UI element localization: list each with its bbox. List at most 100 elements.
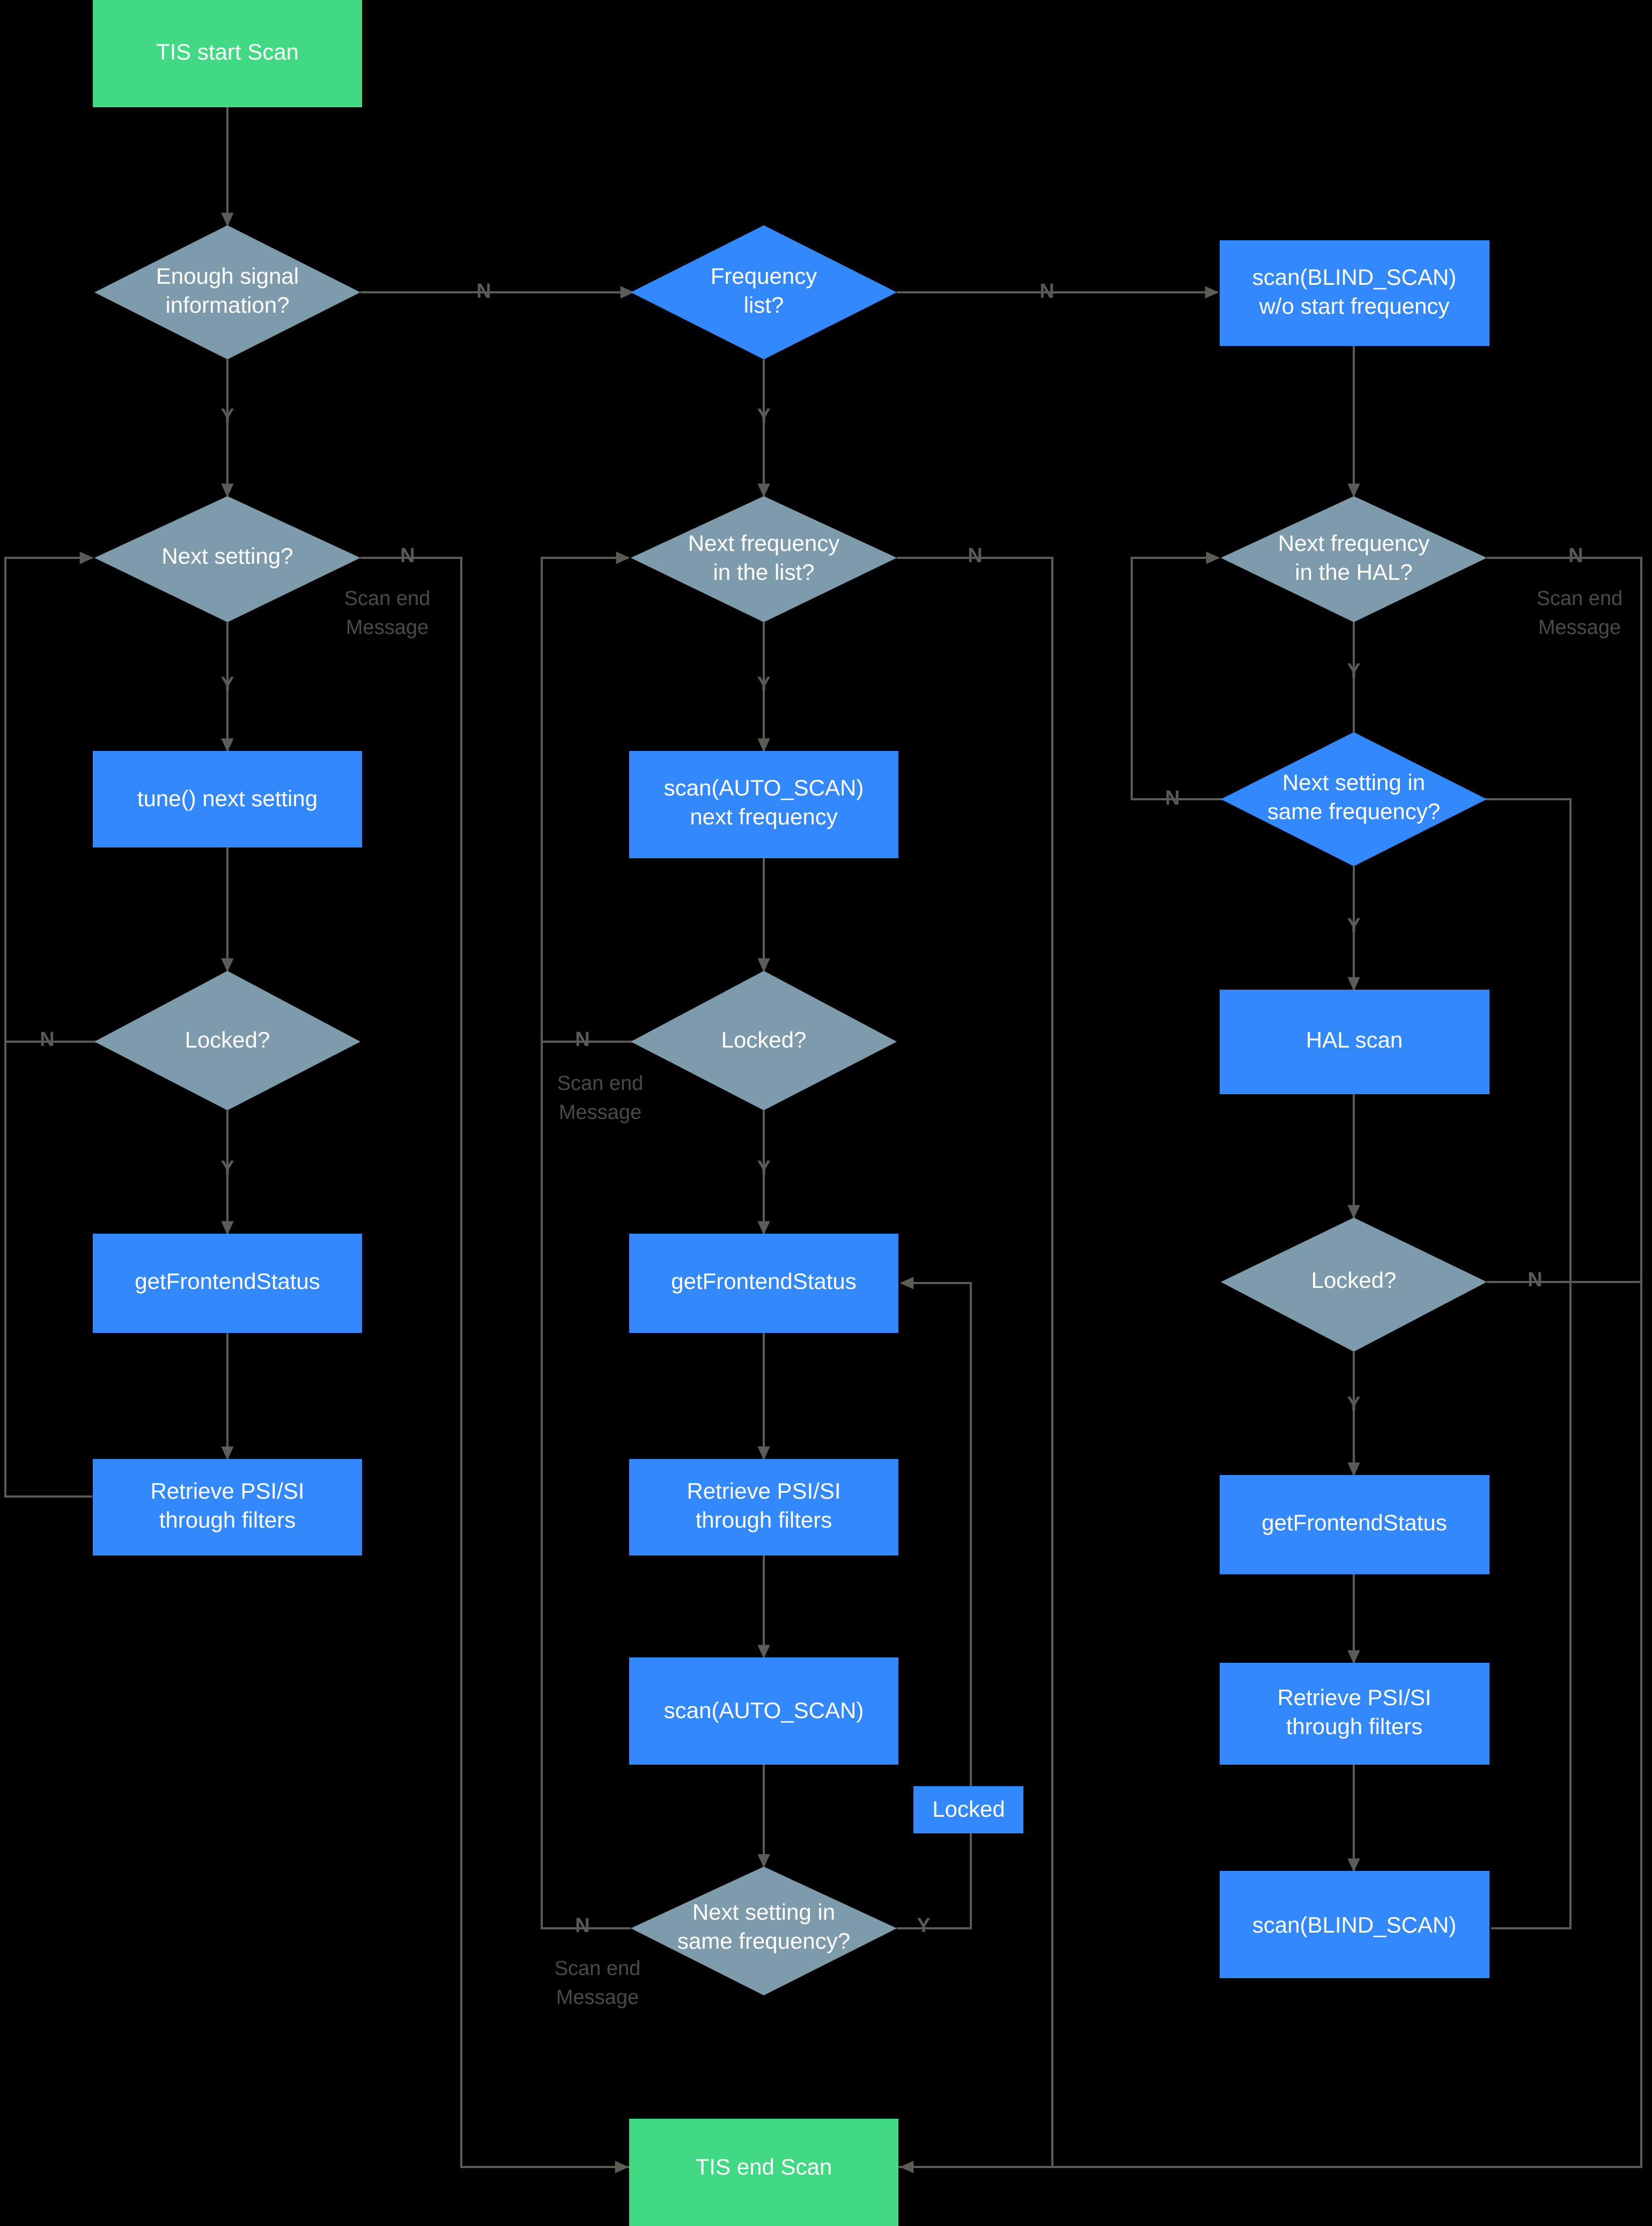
locked-right-diamond[interactable] xyxy=(1221,1218,1487,1352)
node-frequency-list[interactable]: Frequency list? xyxy=(631,225,897,359)
next-freq-hal-label-line2: in the HAL? xyxy=(1295,559,1412,585)
label-nssf-mid-y: Y xyxy=(917,1914,930,1937)
label-locked-mid-y: Y xyxy=(757,1157,770,1180)
node-next-setting-same-freq-mid[interactable]: Next setting in same frequency? xyxy=(631,1867,897,1995)
label-next-freq-list-n: N xyxy=(968,544,982,567)
retrieve-mid-box[interactable] xyxy=(629,1459,898,1556)
node-locked-left[interactable]: Locked? xyxy=(94,971,360,1110)
label-next-freq-hal-y: Y xyxy=(1347,660,1360,682)
node-start[interactable]: TIS start Scan xyxy=(93,0,362,107)
locked-mid-diamond[interactable] xyxy=(631,971,897,1110)
nssf-right-diamond[interactable] xyxy=(1221,732,1487,866)
label-nssf-right-y: Y xyxy=(1347,915,1360,937)
frequency-list-label-line1: Frequency xyxy=(711,263,817,289)
edge-locked-box-to-gfs-mid xyxy=(899,1277,972,1786)
retrieve-left-label-line2: through filters xyxy=(159,1507,296,1532)
edge-nssf-mid-n-loop xyxy=(541,558,631,1929)
locked-left-diamond[interactable] xyxy=(94,971,360,1110)
hal-scan-box[interactable] xyxy=(1220,990,1489,1094)
edge-retrieve-left-loop xyxy=(4,558,92,1498)
node-locked-right[interactable]: Locked? xyxy=(1221,1218,1487,1352)
hal-scan-label: HAL scan xyxy=(1306,1027,1403,1052)
note-scan-end-mid-bottom-line1: Scan end xyxy=(555,1957,641,1980)
retrieve-right-box[interactable] xyxy=(1220,1663,1489,1765)
next-freq-hal-diamond[interactable] xyxy=(1221,496,1487,622)
node-retrieve-left[interactable]: Retrieve PSI/SI through filters xyxy=(93,1459,362,1556)
node-locked-box[interactable]: Locked xyxy=(913,1786,1023,1833)
node-next-freq-hal[interactable]: Next frequency in the HAL? xyxy=(1221,496,1487,622)
node-end[interactable]: TIS end Scan xyxy=(629,2119,898,2226)
note-scan-end-mid-line2: Message xyxy=(559,1101,641,1124)
scan-auto-next-freq-label-line1: scan(AUTO_SCAN) xyxy=(664,775,864,800)
note-scan-end-mid-line1: Scan end xyxy=(557,1072,644,1095)
node-blind-scan-no-start[interactable]: scan(BLIND_SCAN) w/o start frequency xyxy=(1220,240,1489,346)
label-enough-signal-y: Y xyxy=(220,405,234,427)
next-setting-label: Next setting? xyxy=(161,543,293,569)
next-freq-list-label-line2: in the list? xyxy=(713,559,814,585)
enough-signal-diamond[interactable] xyxy=(94,225,360,359)
node-enough-signal[interactable]: Enough signal information? xyxy=(94,225,360,359)
next-freq-hal-label-line1: Next frequency xyxy=(1278,530,1429,556)
retrieve-right-label-line1: Retrieve PSI/SI xyxy=(1277,1685,1431,1710)
node-hal-scan[interactable]: HAL scan xyxy=(1220,990,1489,1094)
nssf-mid-label-line2: same frequency? xyxy=(677,1928,850,1954)
locked-right-label: Locked? xyxy=(1311,1267,1397,1293)
next-freq-list-diamond[interactable] xyxy=(631,496,897,622)
blind-scan-no-start-label-line1: scan(BLIND_SCAN) xyxy=(1252,264,1456,290)
node-scan-blind[interactable]: scan(BLIND_SCAN) xyxy=(1220,1871,1489,1978)
enough-signal-label-line2: information? xyxy=(165,292,289,318)
nssf-right-label-line1: Next setting in xyxy=(1282,770,1425,795)
note-scan-end-left-line2: Message xyxy=(346,616,429,639)
node-retrieve-mid[interactable]: Retrieve PSI/SI through filters xyxy=(629,1459,898,1556)
nssf-mid-diamond[interactable] xyxy=(631,1867,897,1995)
node-retrieve-right[interactable]: Retrieve PSI/SI through filters xyxy=(1220,1663,1489,1765)
node-scan-auto[interactable]: scan(AUTO_SCAN) xyxy=(629,1657,898,1765)
node-locked-mid[interactable]: Locked? xyxy=(631,971,897,1110)
note-scan-end-right-line1: Scan end xyxy=(1537,587,1623,610)
scan-blind-box[interactable] xyxy=(1220,1871,1489,1978)
get-frontend-mid-box[interactable] xyxy=(629,1234,898,1333)
edge-next-freq-hal-n-to-end xyxy=(899,557,1642,2173)
get-frontend-right-box[interactable] xyxy=(1220,1475,1489,1574)
frequency-list-diamond[interactable] xyxy=(631,225,897,359)
label-next-freq-list-y: Y xyxy=(757,673,770,696)
label-locked-right-n: N xyxy=(1528,1269,1542,1291)
next-setting-diamond[interactable] xyxy=(94,496,360,622)
retrieve-mid-label-line1: Retrieve PSI/SI xyxy=(687,1478,840,1503)
start-box[interactable] xyxy=(93,0,362,107)
node-tune-next-setting[interactable]: tune() next setting xyxy=(93,751,362,847)
label-next-freq-hal-n: N xyxy=(1568,544,1583,567)
locked-box-rect[interactable] xyxy=(913,1786,1023,1833)
retrieve-left-box[interactable] xyxy=(93,1459,362,1556)
label-freq-list-y: Y xyxy=(757,405,770,427)
scan-blind-label: scan(BLIND_SCAN) xyxy=(1252,1912,1456,1937)
blind-scan-no-start-box[interactable] xyxy=(1220,240,1489,346)
locked-mid-label: Locked? xyxy=(721,1027,807,1052)
label-nssf-mid-n: N xyxy=(575,1914,589,1937)
get-frontend-right-label: getFrontendStatus xyxy=(1262,1510,1447,1535)
scan-auto-next-freq-box[interactable] xyxy=(629,751,898,858)
edge-labels: N Y N Y N Y N Y N Y N Y N Y N Y N Y N Y xyxy=(40,280,1583,1937)
scan-auto-box[interactable] xyxy=(629,1657,898,1765)
node-next-freq-list[interactable]: Next frequency in the list? xyxy=(631,496,897,622)
edge-next-setting-n-to-end xyxy=(360,557,629,2173)
scan-auto-next-freq-label-line2: next frequency xyxy=(690,804,838,829)
tune-next-setting-box[interactable] xyxy=(93,751,362,847)
start-label: TIS start Scan xyxy=(156,39,299,64)
note-scan-end-mid-bottom-line2: Message xyxy=(556,1986,639,2009)
node-next-setting-same-freq-right[interactable]: Next setting in same frequency? xyxy=(1221,732,1487,866)
node-get-frontend-right[interactable]: getFrontendStatus xyxy=(1220,1475,1489,1574)
node-scan-auto-next-freq[interactable]: scan(AUTO_SCAN) next frequency xyxy=(629,751,898,858)
edge-nssf-right-n-loop xyxy=(1131,551,1253,800)
nssf-mid-label-line1: Next setting in xyxy=(692,1899,835,1925)
nssf-right-label-line2: same frequency? xyxy=(1267,799,1440,824)
node-get-frontend-mid[interactable]: getFrontendStatus xyxy=(629,1234,898,1333)
label-nssf-right-n: N xyxy=(1165,787,1179,809)
get-frontend-left-box[interactable] xyxy=(93,1234,362,1333)
note-scan-end-left-line1: Scan end xyxy=(344,587,431,610)
end-box[interactable] xyxy=(629,2119,898,2226)
locked-left-label: Locked? xyxy=(185,1027,270,1052)
node-next-setting[interactable]: Next setting? xyxy=(94,496,360,622)
node-get-frontend-left[interactable]: getFrontendStatus xyxy=(93,1234,362,1333)
